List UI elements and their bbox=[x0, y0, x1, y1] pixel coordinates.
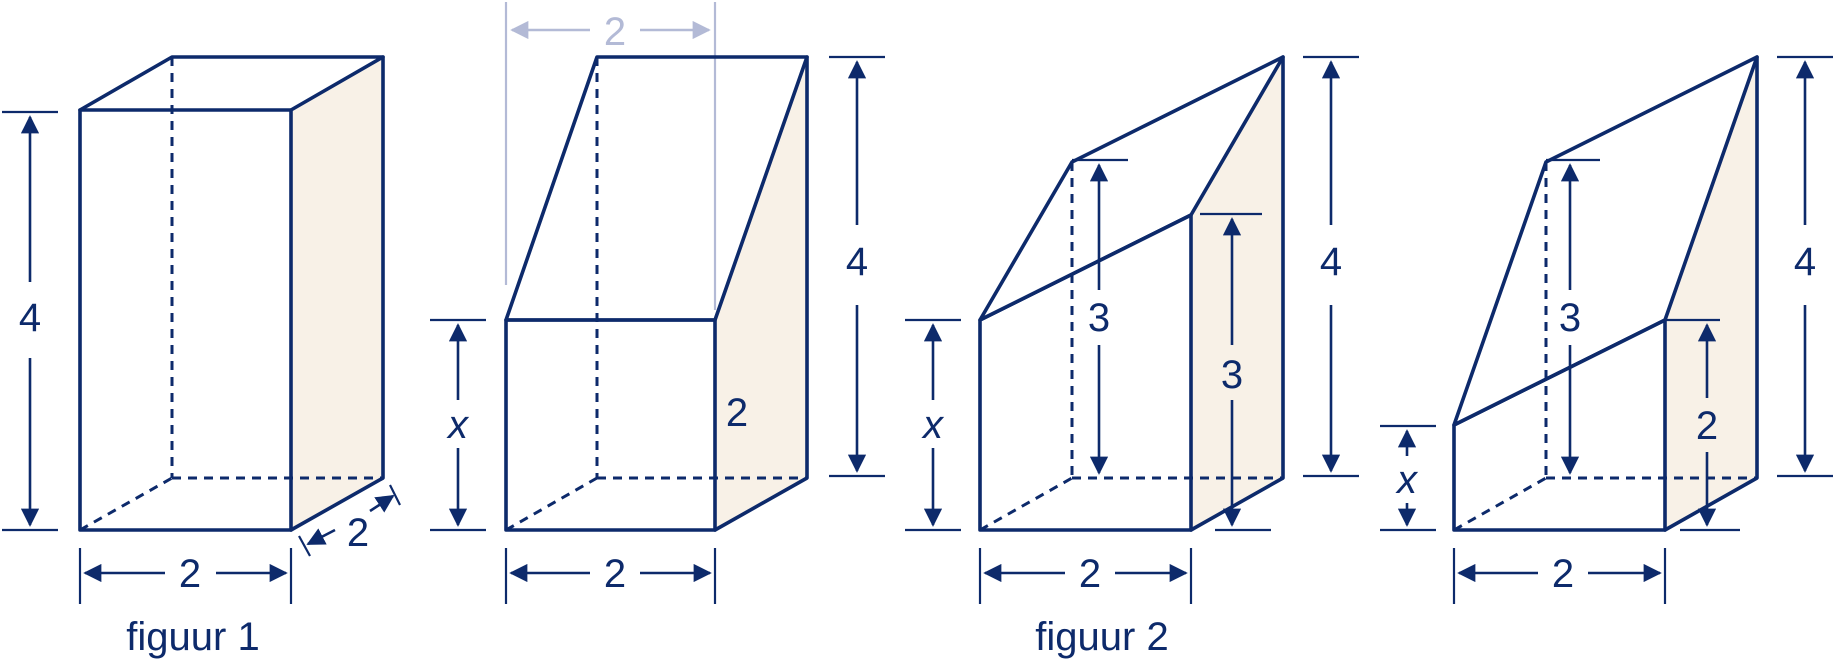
prism-b-x-label: x bbox=[921, 403, 945, 447]
prism-b-inner-back-label: 3 bbox=[1088, 296, 1110, 340]
prism-b-right-face bbox=[1191, 57, 1283, 530]
figure1-depth-dimension: 2 bbox=[298, 484, 401, 557]
prism-c bbox=[1452, 55, 1759, 532]
prism-b-front-dimension: x bbox=[905, 318, 961, 532]
prism-b-width-dimension: 2 bbox=[978, 548, 1193, 604]
prism-b-inner-front-dimension: 3 bbox=[1200, 212, 1271, 532]
prism-c-inner-front-dimension: 2 bbox=[1665, 318, 1740, 532]
prism-b-width-label: 2 bbox=[1079, 552, 1101, 596]
prism-a-width-dimension: 2 bbox=[504, 548, 717, 604]
prism-c-right-face bbox=[1665, 57, 1757, 530]
prism-b bbox=[978, 55, 1285, 532]
prism-a-back-label: 4 bbox=[846, 240, 868, 284]
figure2-caption: figuur 2 bbox=[1035, 615, 1168, 659]
prism-a-front-dimension: x bbox=[430, 318, 486, 532]
prism-c-x-label: x bbox=[1395, 458, 1419, 502]
figure1-width-label: 2 bbox=[179, 552, 201, 596]
prism-b-inner-front-label: 3 bbox=[1221, 353, 1243, 397]
prism-a-top-offset-label: 2 bbox=[604, 10, 626, 54]
prism-c-back-dimension: 4 bbox=[1777, 55, 1833, 478]
prism-a-right-face bbox=[715, 57, 807, 530]
prism-a-back-dimension: 4 bbox=[829, 55, 885, 478]
prism-b-back-dimension: 4 bbox=[1303, 55, 1359, 478]
prism-b-back-label: 4 bbox=[1320, 240, 1342, 284]
prism-c-width-dimension: 2 bbox=[1452, 548, 1667, 604]
figure1-right-face bbox=[291, 57, 383, 530]
prism-c-inner-front-label: 2 bbox=[1696, 404, 1718, 448]
figure1-box bbox=[78, 55, 385, 532]
prism-c-back-label: 4 bbox=[1794, 240, 1816, 284]
prism-a: 2 bbox=[504, 2, 809, 532]
figure1-height-dimension: 4 bbox=[2, 110, 58, 532]
prism-c-inner-back-dimension: 3 bbox=[1546, 158, 1600, 475]
prism-a-x-label: x bbox=[446, 403, 470, 447]
figure1-depth-label: 2 bbox=[347, 511, 369, 555]
prism-c-front-dimension: x bbox=[1380, 424, 1436, 532]
figure1-width-dimension: 2 bbox=[78, 548, 293, 604]
figure1-caption: figuur 1 bbox=[126, 615, 259, 659]
prism-a-width-label: 2 bbox=[604, 552, 626, 596]
figure1-height-label: 4 bbox=[19, 296, 41, 340]
prism-c-inner-back-label: 3 bbox=[1559, 296, 1581, 340]
prism-a-side-label: 2 bbox=[726, 391, 748, 435]
prism-c-width-label: 2 bbox=[1552, 552, 1574, 596]
prism-b-inner-back-dimension: 3 bbox=[1072, 158, 1128, 475]
figure1-front-face bbox=[78, 108, 293, 532]
